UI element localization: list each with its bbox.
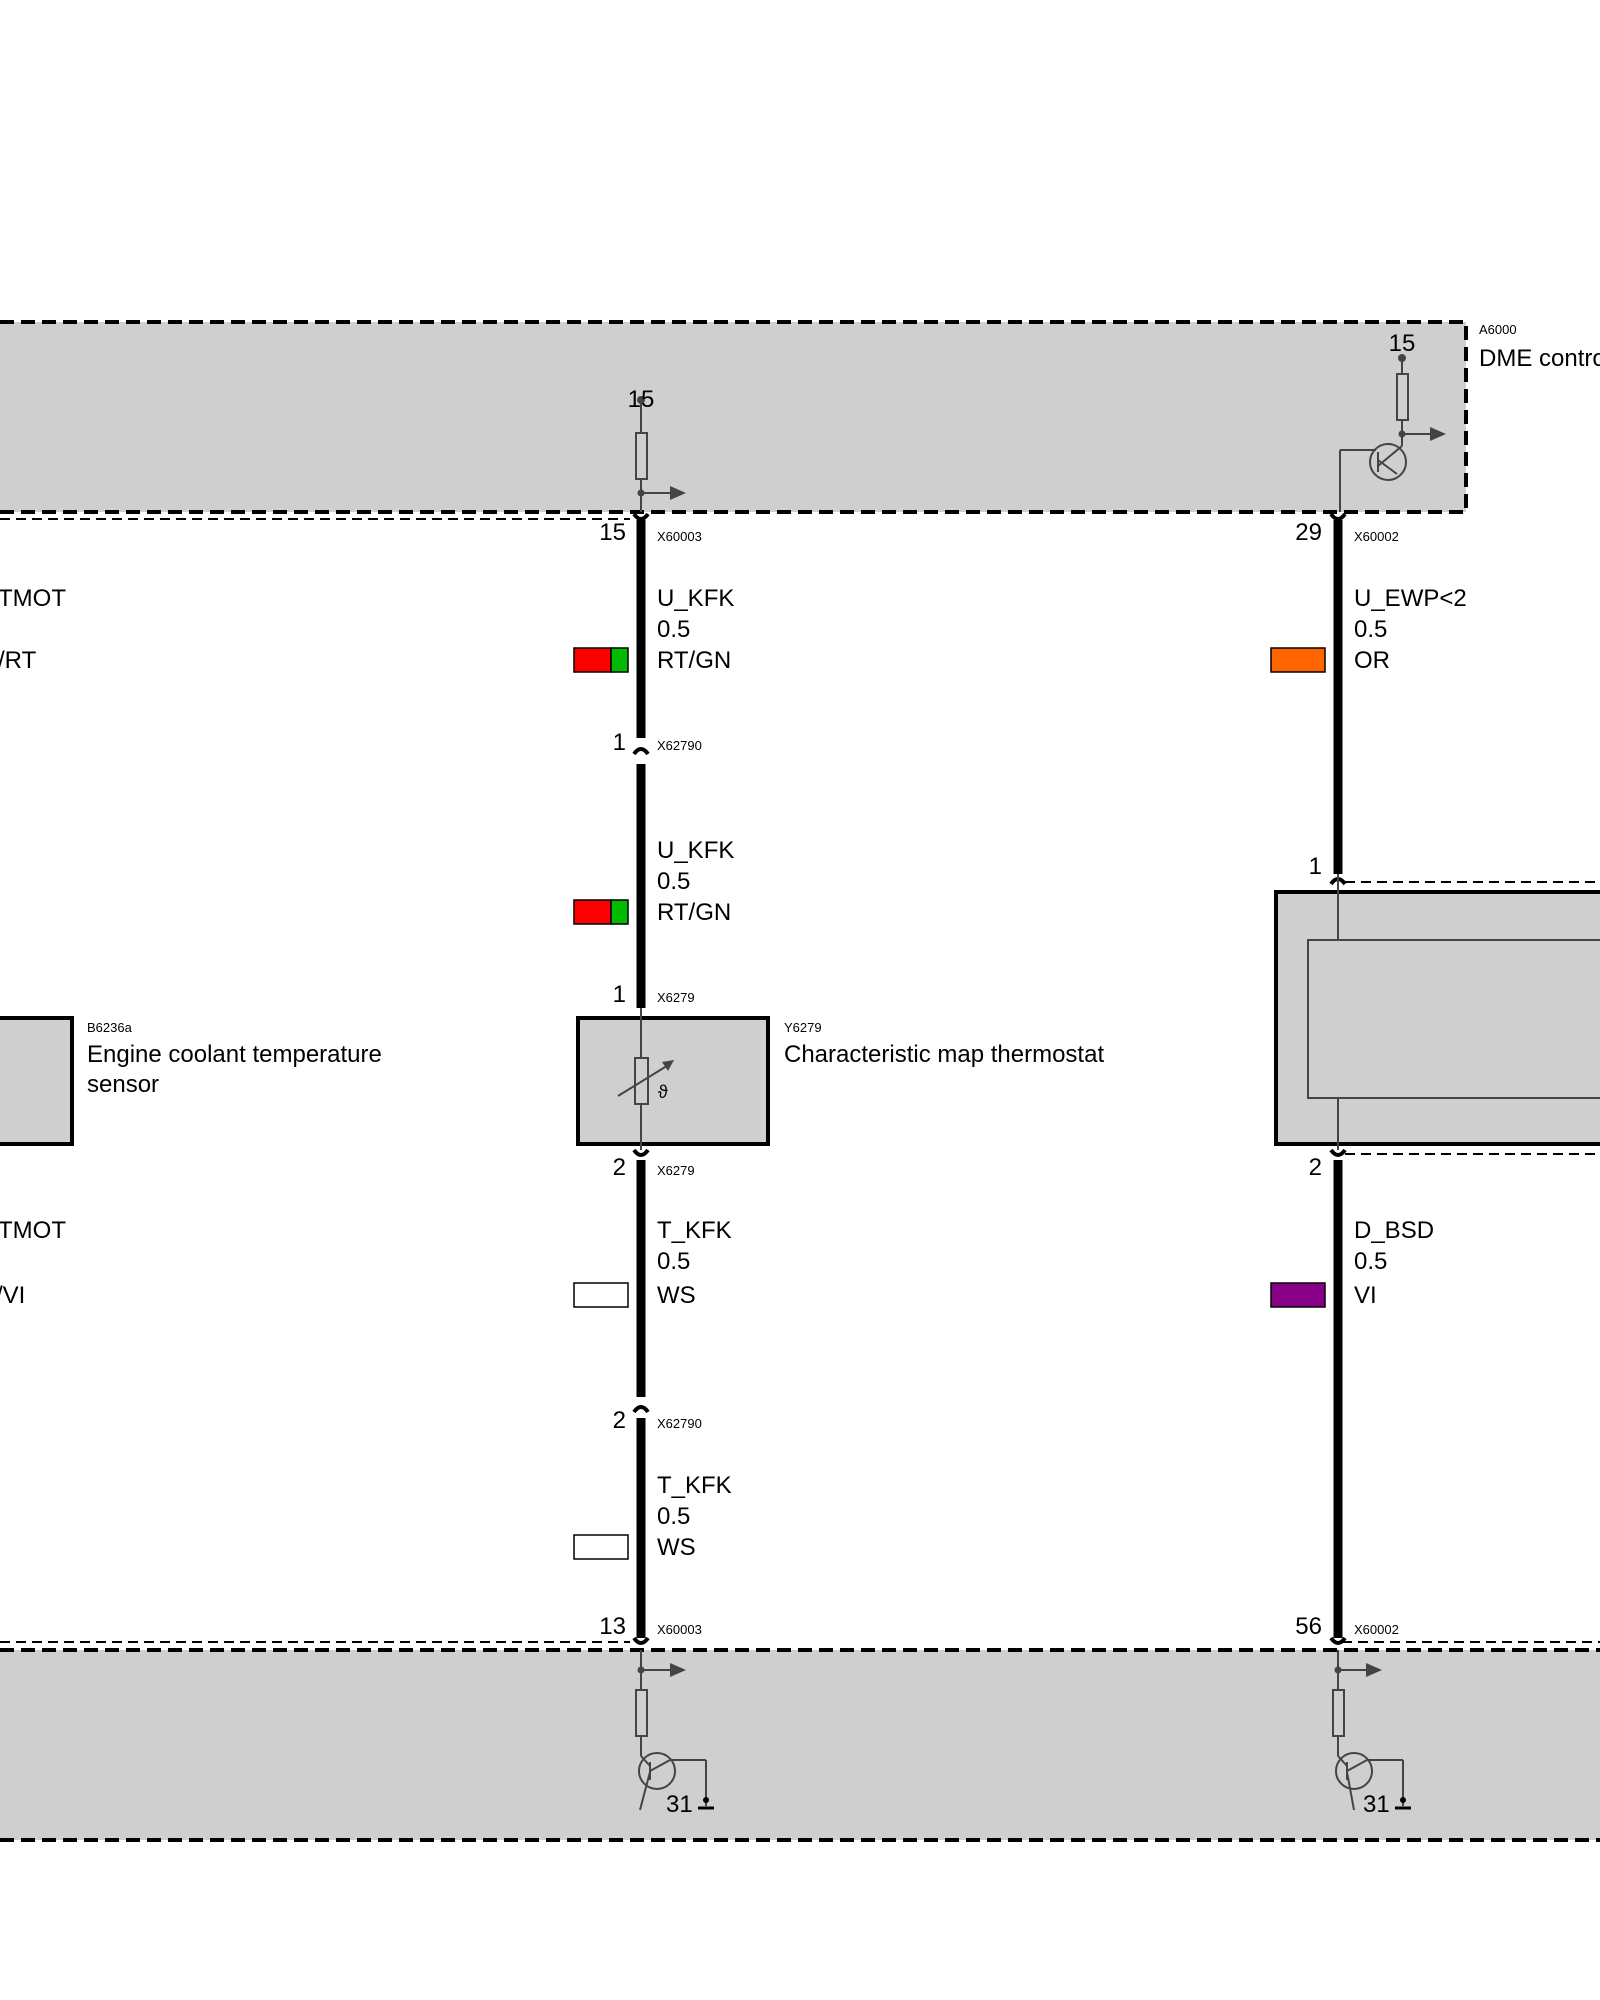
pin-mid-4-bottom: 13	[599, 1613, 626, 1640]
wire-mid-3	[632, 1148, 650, 1414]
pin-right-2-bottom: 56	[1295, 1613, 1322, 1640]
color-code-mid-2: RT/GN	[657, 899, 731, 926]
dme-output-stage-mid	[635, 1650, 714, 1811]
wire-mid-4	[632, 1418, 650, 1645]
signal-mid-2: U_KFK	[657, 837, 734, 864]
size-mid-2: 0.5	[657, 868, 690, 895]
color-swatch-mid-1	[573, 647, 629, 673]
color-swatch-mid-4	[573, 1534, 629, 1560]
pin-right-1-bottom: 1	[1309, 853, 1322, 880]
connector-mid-2-bottom: X6279	[657, 990, 695, 1005]
ground-label-right: 31	[1363, 1791, 1390, 1818]
supply-label-mid: 15	[628, 386, 655, 413]
dme-name: DME contro	[1479, 345, 1600, 372]
pin-mid-1-top: 15	[599, 519, 626, 546]
supply-label-right: 15	[1389, 330, 1416, 357]
signal-right-2: D_BSD	[1354, 1217, 1434, 1244]
size-mid-3: 0.5	[657, 1248, 690, 1275]
size-mid-1: 0.5	[657, 616, 690, 643]
signal-mid-3: T_KFK	[657, 1217, 732, 1244]
connector-right-1-top: X60002	[1354, 529, 1399, 544]
wire-right-2	[1329, 1148, 1347, 1645]
size-right-2: 0.5	[1354, 1248, 1387, 1275]
connector-mid-3-bottom: X62790	[657, 1416, 702, 1431]
y6279-name: Characteristic map thermostat	[784, 1041, 1104, 1068]
dme-bottom-band	[0, 1641, 1600, 1842]
color-code-mid-1: RT/GN	[657, 647, 731, 674]
pin-mid-1-bottom: 1	[613, 729, 626, 756]
b6236a-name-line1: Engine coolant temperature	[87, 1041, 382, 1068]
left-color-code-2: /VI	[0, 1282, 25, 1309]
thermostat-symbol: ϑ	[658, 1082, 668, 1102]
color-swatch-mid-3	[573, 1282, 629, 1308]
wire-mid-1	[632, 512, 650, 756]
b6236a-id: B6236a	[87, 1020, 133, 1035]
connector-right-2-bottom: X60002	[1354, 1622, 1399, 1637]
color-code-right-1: OR	[1354, 647, 1390, 674]
size-mid-4: 0.5	[657, 1503, 690, 1530]
dme-top-band	[0, 320, 1468, 520]
dme-output-stage-right	[1332, 1650, 1411, 1811]
left-signal-1: TMOT	[0, 585, 66, 612]
wire-right-1	[1329, 512, 1347, 886]
connector-mid-1-top: X60003	[657, 529, 702, 544]
b6236a-component-box	[0, 1016, 74, 1146]
color-code-right-2: VI	[1354, 1282, 1377, 1309]
signal-right-1: U_EWP<2	[1354, 585, 1467, 612]
pin-right-2-top: 2	[1309, 1154, 1322, 1181]
connector-mid-1-bottom: X62790	[657, 738, 702, 753]
right-component-box	[1274, 874, 1600, 1155]
b6236a-name-line2: sensor	[87, 1071, 159, 1098]
dme-supply-circuit-right	[1339, 354, 1446, 512]
connector-mid-3-top: X6279	[657, 1163, 695, 1178]
left-color-code-1: /RT	[0, 647, 37, 674]
size-right-1: 0.5	[1354, 616, 1387, 643]
y6279-component-box	[576, 1008, 770, 1150]
connector-mid-4-bottom: X60003	[657, 1622, 702, 1637]
dme-id: A6000	[1479, 322, 1517, 337]
color-code-mid-4: WS	[657, 1534, 696, 1561]
pin-mid-2-bottom: 1	[613, 981, 626, 1008]
pin-right-1-top: 29	[1295, 519, 1322, 546]
left-signal-2: TMOT	[0, 1217, 66, 1244]
ground-label-mid: 31	[666, 1791, 693, 1818]
color-code-mid-3: WS	[657, 1282, 696, 1309]
color-swatch-mid-2	[573, 899, 629, 925]
y6279-id: Y6279	[784, 1020, 822, 1035]
signal-mid-1: U_KFK	[657, 585, 734, 612]
pin-mid-3-bottom: 2	[613, 1407, 626, 1434]
dme-supply-circuit-mid	[635, 396, 686, 512]
pin-mid-3-top: 2	[613, 1154, 626, 1181]
signal-mid-4: T_KFK	[657, 1472, 732, 1499]
color-swatch-right-1	[1270, 647, 1326, 673]
color-swatch-right-2	[1270, 1282, 1326, 1308]
